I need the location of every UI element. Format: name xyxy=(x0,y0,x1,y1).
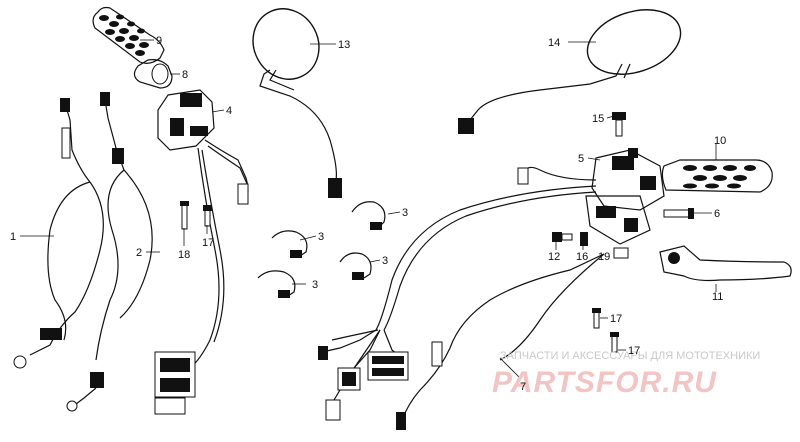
clamp-3b xyxy=(271,230,308,258)
callout-2: 2 xyxy=(136,247,142,259)
callout-7: 7 xyxy=(520,381,526,393)
cable-1 xyxy=(13,98,104,369)
throttle-sleeve xyxy=(133,59,173,89)
callout-1: 1 xyxy=(10,231,16,243)
bolt-17-left xyxy=(203,205,212,227)
callout-12: 12 xyxy=(548,251,560,263)
watermark-logo: PARTSFOR.RU xyxy=(492,366,717,399)
callout-19: 19 xyxy=(598,251,610,263)
screw-15 xyxy=(612,112,626,137)
callout-18: 18 xyxy=(178,249,190,261)
mirror-left xyxy=(252,8,342,198)
callout-3c: 3 xyxy=(382,255,388,267)
callout-17-left: 17 xyxy=(202,237,214,249)
mirror-right xyxy=(458,9,682,134)
callout-16: 16 xyxy=(576,251,588,263)
throttle-grip xyxy=(92,6,165,64)
callout-13: 13 xyxy=(338,39,350,51)
callout-4: 4 xyxy=(226,105,232,117)
brake-lever xyxy=(659,245,792,282)
screw-16 xyxy=(580,232,588,246)
connector-bundle xyxy=(318,329,409,421)
callout-10: 10 xyxy=(714,135,726,147)
bolt-18 xyxy=(180,201,189,230)
callout-3b: 3 xyxy=(318,231,324,243)
callout-17-right-b: 17 xyxy=(628,345,640,357)
bolt-17-right-b xyxy=(610,332,619,353)
bolt-17-right-a xyxy=(592,308,601,329)
callout-14: 14 xyxy=(548,37,560,49)
bolt-12 xyxy=(552,232,573,242)
watermark-caption: ЗАПЧАСТИ И АКСЕССУАРЫ ДЛЯ МОТОТЕХНИКИ xyxy=(500,350,760,362)
callout-5: 5 xyxy=(578,153,584,165)
pivot-bolt-6 xyxy=(663,208,694,219)
callout-11: 11 xyxy=(712,291,723,303)
callout-9: 9 xyxy=(156,35,162,47)
right-grip xyxy=(661,159,773,193)
callout-8: 8 xyxy=(182,69,188,81)
cable-2 xyxy=(66,92,153,412)
right-switch-housing xyxy=(375,148,665,331)
nut-19 xyxy=(613,247,629,259)
clamp-3d xyxy=(257,270,296,298)
clamp-3c xyxy=(339,252,372,280)
callout-17-right-a: 17 xyxy=(610,313,622,325)
left-switch-housing xyxy=(154,89,249,415)
callout-3d: 3 xyxy=(312,279,318,291)
callout-6: 6 xyxy=(714,208,720,220)
cable-7 xyxy=(396,253,605,430)
callout-15: 15 xyxy=(592,113,604,125)
callout-3a: 3 xyxy=(402,207,408,219)
leader-lines xyxy=(20,39,717,379)
clamp-3a xyxy=(351,201,386,230)
